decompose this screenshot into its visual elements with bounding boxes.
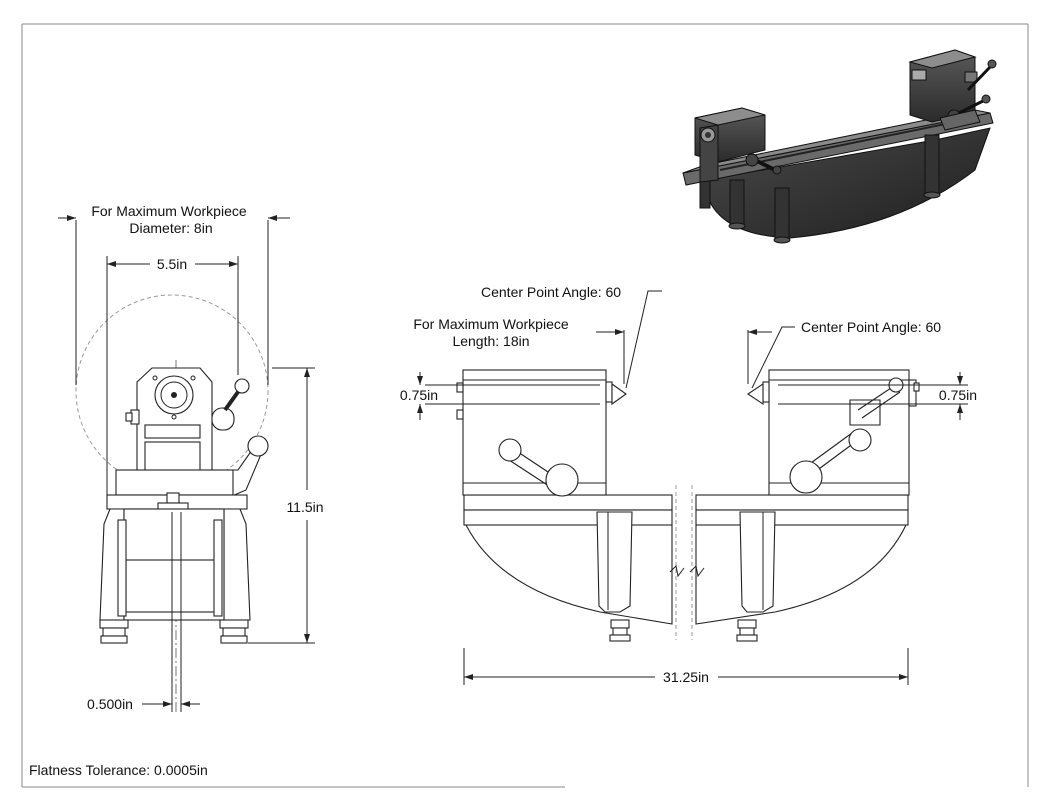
overall-length-label: 31.25in	[663, 669, 709, 685]
left-center-angle-label: Center Point Angle: 60	[481, 284, 621, 300]
front-view: Center Point Angle: 60 Center Point Angl…	[400, 284, 977, 685]
offset-dimension-label: 0.500in	[87, 696, 133, 712]
height-dimension-label: 11.5in	[286, 499, 323, 515]
side-view: For Maximum Workpiece Diameter: 8in 5.5i…	[58, 203, 324, 712]
left-height-label: 0.75in	[400, 387, 438, 403]
sheet-border	[21, 23, 1029, 788]
diameter-label-line1: For Maximum Workpiece	[91, 203, 247, 219]
length-label-line1: For Maximum Workpiece	[413, 316, 569, 332]
length-label-line2: Length: 18in	[452, 333, 529, 349]
isometric-view	[682, 49, 997, 244]
right-height-label: 0.75in	[939, 387, 977, 403]
diameter-label-line2: Diameter: 8in	[129, 220, 212, 236]
width-dimension-label: 5.5in	[157, 256, 187, 272]
right-center-angle-label: Center Point Angle: 60	[801, 319, 941, 335]
flatness-note: Flatness Tolerance: 0.0005in	[29, 762, 208, 778]
